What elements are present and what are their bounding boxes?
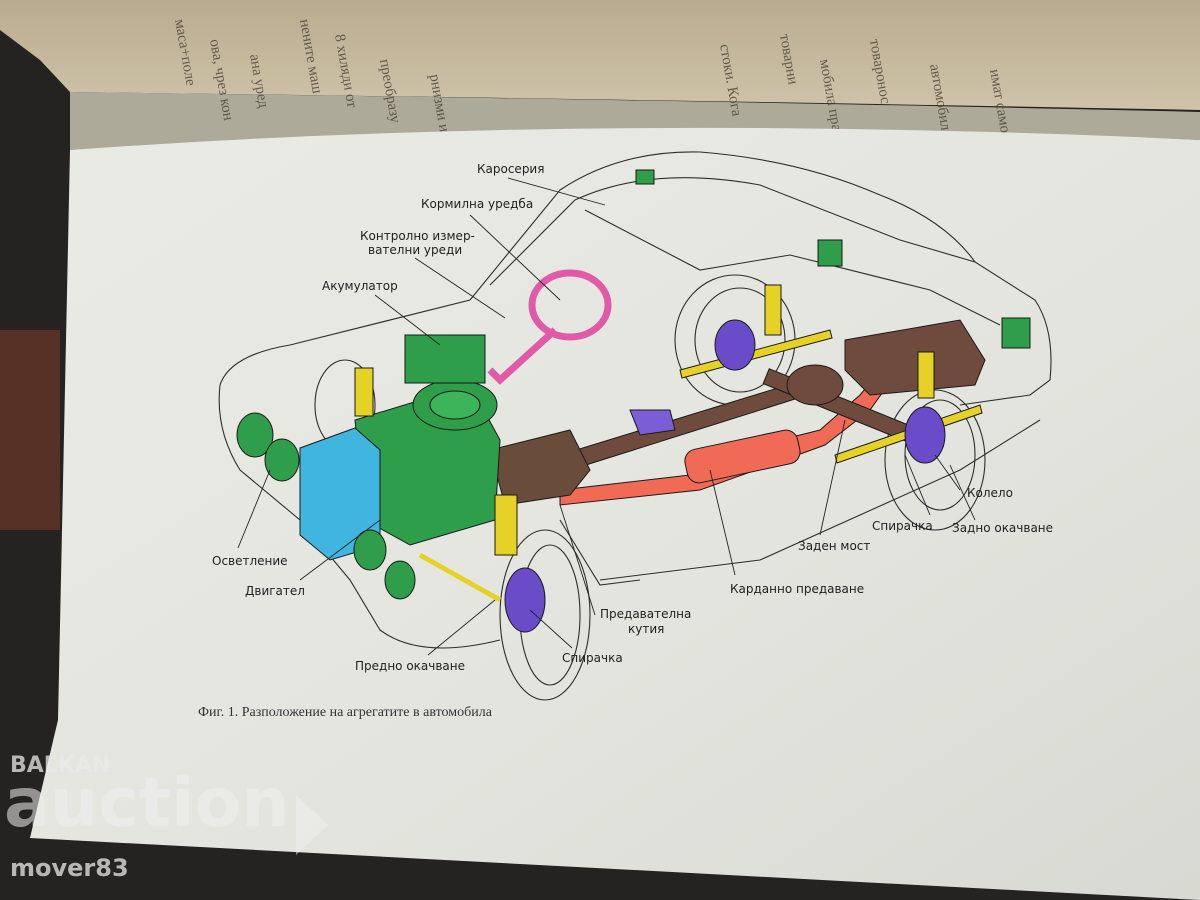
label-lighting: Осветление bbox=[212, 554, 288, 568]
steering-column bbox=[487, 327, 558, 385]
label-instruments-line1: Контролно измер- bbox=[360, 229, 475, 243]
car-front-lower bbox=[218, 384, 501, 649]
label-steering: Кормилна уредба bbox=[421, 197, 533, 211]
battery bbox=[404, 334, 486, 384]
label-brake-front: Спирачка bbox=[562, 651, 623, 665]
figure-caption: Фиг. 1. Разположение на агрегатите в авт… bbox=[198, 705, 493, 720]
watermark-arrow-icon bbox=[296, 795, 328, 855]
page bbox=[30, 127, 1200, 900]
front-wheel-outline bbox=[499, 529, 591, 701]
label-wheel: Колело bbox=[967, 486, 1013, 500]
label-rear-axle: Заден мост bbox=[798, 539, 870, 553]
watermark-bottom: mover83 bbox=[10, 854, 129, 882]
label-driveshaft: Карданно предаване bbox=[730, 582, 864, 596]
car-window-line bbox=[584, 209, 1001, 326]
label-battery: Акумулатор bbox=[322, 279, 398, 293]
label-gearbox-line2: кутия bbox=[628, 622, 664, 636]
label-instruments-line2: вателни уреди bbox=[368, 243, 462, 257]
watermark-main: auction bbox=[4, 764, 290, 843]
headlight bbox=[236, 412, 274, 458]
car-roof-line bbox=[489, 177, 976, 286]
differential bbox=[786, 364, 844, 406]
car-door-line bbox=[559, 519, 641, 586]
front-brake-disc bbox=[504, 567, 546, 633]
car-side-lower bbox=[599, 419, 1041, 581]
watermark: BALKAN auction mover83 bbox=[4, 753, 328, 882]
steering-wheel bbox=[528, 269, 612, 341]
label-body: Каросерия bbox=[477, 162, 544, 176]
watermark-top: BALKAN bbox=[10, 753, 110, 778]
label-front-suspension: Предно окачване bbox=[355, 659, 465, 673]
background-object bbox=[0, 330, 60, 530]
label-gearbox-line1: Предавателна bbox=[600, 607, 691, 621]
leader-lines bbox=[237, 177, 976, 656]
fuel-tank bbox=[844, 319, 986, 396]
car-components bbox=[236, 169, 1031, 633]
figure-labels: Каросерия Кормилна уредба Контролно изме… bbox=[212, 162, 1053, 673]
car-illustration bbox=[218, 151, 1052, 701]
label-engine: Двигател bbox=[245, 584, 305, 598]
rear-brake-disc bbox=[904, 406, 946, 464]
car-body-outline bbox=[219, 151, 1052, 406]
rear-suspension-arm bbox=[679, 329, 833, 379]
rear-wheel-outline bbox=[884, 389, 986, 531]
label-brake-rear: Спирачка bbox=[872, 519, 933, 533]
front-spring bbox=[494, 494, 518, 556]
label-rear-suspension: Задно окачване bbox=[952, 521, 1053, 535]
